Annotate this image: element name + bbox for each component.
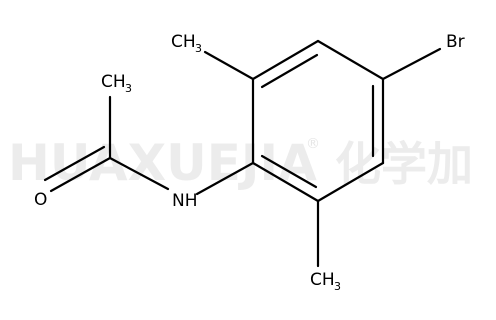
bond-bromine <box>381 47 442 81</box>
methyl-acetyl-sub: 3 <box>125 82 132 95</box>
methyl-top-label: CH 3 <box>171 32 202 55</box>
methyl-bottom-main: CH <box>310 270 335 290</box>
bonds <box>43 39 442 268</box>
methyl-acetyl-label: CH 3 <box>101 72 132 95</box>
bond-nh-carbonyl <box>108 156 170 191</box>
methyl-bottom-sub: 3 <box>334 280 341 293</box>
bond-carbonyl-oxygen <box>49 156 112 193</box>
methyl-bottom-label: CH 3 <box>310 270 341 293</box>
methyl-top-sub: 3 <box>195 42 202 55</box>
watermark-chinese-text: 化学加 <box>335 137 473 191</box>
ring-bond-1 <box>251 39 320 81</box>
oxygen-label: O <box>34 190 47 210</box>
bromine-label: Br <box>446 32 465 52</box>
watermark-registered-mark: ® <box>306 136 320 152</box>
methyl-top-main: CH <box>171 32 196 52</box>
bond-carbonyl-oxygen-double <box>43 145 106 182</box>
bond-methyl-top <box>203 50 255 81</box>
watermark: HUAXUEJIA ® 化学加 <box>8 134 473 192</box>
atom-labels: CH 3 Br CH 3 O NH CH 3 <box>34 32 465 293</box>
amide-nh-label: NH <box>172 191 198 211</box>
ring-bond-1-inner <box>260 53 319 89</box>
methyl-acetyl-main: CH <box>101 72 126 92</box>
ring-bond-5 <box>251 161 320 203</box>
watermark-text: HUAXUEJIA <box>8 134 317 192</box>
ring-bond-2 <box>316 39 385 81</box>
ring-bond-5-inner <box>260 154 318 189</box>
ring-bond-4 <box>316 161 385 203</box>
bond-ring-nh <box>195 161 255 196</box>
